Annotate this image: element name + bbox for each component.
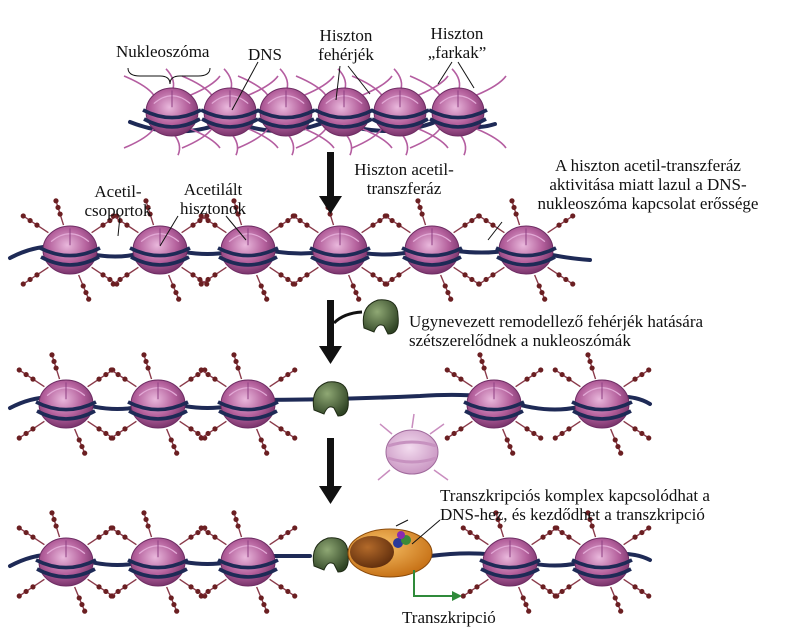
nucleosome xyxy=(477,198,576,302)
note-step-2-line1: Ugynevezett remodellező fehérjék hatásár… xyxy=(409,312,703,331)
label-nucleosome: Nukleoszóma xyxy=(116,42,209,61)
note-step-1-line2: aktivitása miatt lazul a DNS- xyxy=(512,175,784,194)
process-arrows xyxy=(319,152,362,504)
label-hat-line2: transzferáz xyxy=(349,179,459,198)
nucleosome xyxy=(461,510,560,614)
arrow-step-3-head xyxy=(319,486,342,504)
label-histone-proteins-line2: fehérjék xyxy=(316,45,376,64)
nucleosome xyxy=(199,352,298,456)
label-hat-line1: Hiszton acetil- xyxy=(349,160,459,179)
label-histone-proteins: Hiszton fehérjék xyxy=(316,26,376,64)
note-step-1: A hiszton acetil-transzferáz aktivitása … xyxy=(512,156,784,213)
label-acetylated-line2: hisztonok xyxy=(170,199,256,218)
label-dna: DNS xyxy=(248,45,282,64)
remodeler-protein-row4 xyxy=(313,538,348,572)
transcription-start-arrow xyxy=(414,570,462,601)
label-transcription: Transzkripció xyxy=(402,608,496,627)
note-step-2: Ugynevezett remodellező fehérjék hatásár… xyxy=(409,312,703,350)
label-histone-tails-line1: Hiszton xyxy=(422,24,492,43)
nucleosome xyxy=(291,198,390,302)
label-acetylated-histones: Acetilált hisztonok xyxy=(170,180,256,218)
label-histone-tails-line2: „farkak” xyxy=(422,43,492,62)
released-histone-octamer xyxy=(378,414,448,480)
remodeler-protein-row3 xyxy=(313,382,348,416)
arrow-step-2-head xyxy=(319,346,342,364)
nucleosome xyxy=(445,352,544,456)
arrow-step-3 xyxy=(327,438,334,488)
complex-subunit-purple xyxy=(397,531,405,539)
nucleosome-bracket xyxy=(128,68,210,84)
remodeler-protein-free xyxy=(363,300,398,334)
label-hat: Hiszton acetil- transzferáz xyxy=(349,160,459,198)
nucleosome xyxy=(553,352,652,456)
note-step-3-line1: Transzkripciós komplex kapcsolódhat a xyxy=(440,486,710,505)
arrow-step-1-head xyxy=(319,196,342,214)
label-histone-proteins-line1: Hiszton xyxy=(316,26,376,45)
note-step-1-line1: A hiszton acetil-transzferáz xyxy=(512,156,784,175)
note-step-3-line2: DNS-hez, és kezdődhet a transzkripció xyxy=(440,505,710,524)
nucleosome xyxy=(109,352,208,456)
arrow-step-1 xyxy=(327,152,334,198)
transcription-complex xyxy=(348,520,432,577)
label-acetyl-groups: Acetil- csoportok xyxy=(78,182,158,220)
label-acetyl-groups-line1: Acetil- xyxy=(78,182,158,201)
label-acetylated-line1: Acetilált xyxy=(170,180,256,199)
note-step-2-line2: szétszerelődnek a nukleoszómák xyxy=(409,331,703,350)
nucleosome xyxy=(17,352,116,456)
remodeler-branch xyxy=(334,312,362,323)
note-step-1-line3: nukleoszóma kapcsolat erőssége xyxy=(512,194,784,213)
arrow-step-2 xyxy=(327,300,334,348)
label-acetyl-groups-line2: csoportok xyxy=(78,201,158,220)
label-histone-tails: Hiszton „farkak” xyxy=(422,24,492,62)
note-step-3: Transzkripciós komplex kapcsolódhat a DN… xyxy=(440,486,710,524)
nucleosome xyxy=(553,510,652,614)
